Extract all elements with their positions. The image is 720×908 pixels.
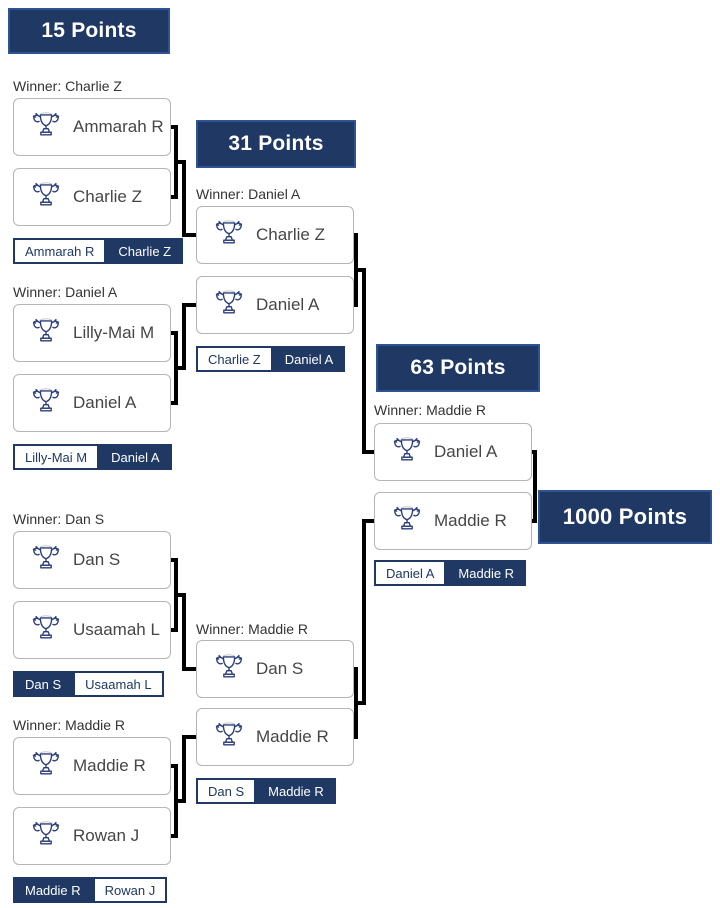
round-header-1000-points: 1000 Points (538, 490, 712, 544)
winner-label: Winner: Maddie R (196, 621, 309, 637)
winner-label: Winner: Maddie R (13, 717, 126, 733)
player-name: Daniel A (256, 295, 320, 314)
player-name: Usaamah L (73, 620, 160, 639)
player-name: Dan S (256, 659, 304, 678)
player-name: Maddie R (434, 511, 507, 530)
player-tag[interactable]: Ammarah R (13, 238, 107, 264)
bracket-connector (362, 519, 366, 705)
player-box[interactable]: Dan S (196, 640, 354, 698)
trophy-icon (27, 540, 65, 580)
bracket-connector (176, 160, 186, 164)
player-tag[interactable]: Charlie Z (196, 346, 273, 372)
player-tag[interactable]: Daniel A (99, 444, 172, 470)
player-box[interactable]: Daniel A (374, 423, 532, 481)
player-box[interactable]: Dan S (13, 531, 171, 589)
trophy-icon (27, 816, 65, 856)
match-result-tags: Maddie R Rowan J (13, 877, 168, 903)
trophy-icon (210, 285, 248, 325)
player-tag[interactable]: Usaamah L (73, 671, 164, 697)
round-header-15-points: 15 Points (8, 8, 170, 54)
player-tag[interactable]: Maddie R (13, 877, 93, 903)
trophy-icon (27, 746, 65, 786)
trophy-icon (388, 501, 426, 541)
trophy-icon (27, 313, 65, 353)
match-result-tags: Daniel A Maddie R (374, 560, 527, 586)
player-box[interactable]: Rowan J (13, 807, 171, 865)
bracket-connector (364, 450, 374, 454)
player-tag[interactable]: Rowan J (92, 877, 168, 903)
player-tag[interactable]: Lilly-Mai M (13, 444, 100, 470)
bracket-connector (184, 303, 196, 307)
round-header-31-points: 31 Points (196, 120, 356, 168)
player-box[interactable]: Maddie R (13, 737, 171, 795)
match-result-tags: Dan S Maddie R (196, 778, 336, 804)
trophy-icon (210, 215, 248, 255)
bracket-connector (176, 366, 186, 370)
player-name: Lilly-Mai M (73, 323, 155, 342)
trophy-icon (27, 610, 65, 650)
player-name: Dan S (73, 550, 121, 569)
bracket-connector (176, 593, 186, 597)
bracket-connector (182, 735, 186, 803)
player-box[interactable]: Ammarah R (13, 98, 171, 156)
player-tag[interactable]: Dan S (196, 778, 257, 804)
bracket-connector (184, 735, 196, 739)
match-result-tags: Charlie Z Daniel A (196, 346, 346, 372)
bracket-connector (176, 799, 186, 803)
bracket-connector (533, 450, 537, 523)
player-box[interactable]: Maddie R (374, 492, 532, 550)
player-name: Charlie Z (256, 225, 325, 244)
bracket-connector (184, 667, 196, 671)
trophy-icon (27, 107, 65, 147)
round-header-63-points: 63 Points (376, 344, 540, 392)
bracket-connector (362, 268, 366, 454)
player-name: Daniel A (434, 442, 498, 461)
winner-label: Winner: Maddie R (374, 402, 487, 418)
player-name: Rowan J (73, 826, 140, 845)
player-tag[interactable]: Dan S (13, 671, 74, 697)
player-tag[interactable]: Maddie R (256, 778, 336, 804)
match-result-tags: Ammarah R Charlie Z (13, 238, 184, 264)
player-name: Maddie R (73, 756, 146, 775)
winner-label: Winner: Daniel A (13, 284, 118, 300)
match-result-tags: Lilly-Mai M Daniel A (13, 444, 172, 470)
player-box[interactable]: Lilly-Mai M (13, 304, 171, 362)
trophy-icon (27, 177, 65, 217)
player-tag[interactable]: Daniel A (374, 560, 447, 586)
player-name: Ammarah R (73, 117, 164, 136)
trophy-icon (210, 649, 248, 689)
winner-label: Winner: Daniel A (196, 186, 301, 202)
player-name: Charlie Z (73, 187, 142, 206)
player-box[interactable]: Daniel A (196, 276, 354, 334)
player-box[interactable]: Usaamah L (13, 601, 171, 659)
player-name: Daniel A (73, 393, 137, 412)
player-tag[interactable]: Maddie R (446, 560, 527, 586)
bracket-connector (182, 303, 186, 370)
bracket-connector (356, 268, 366, 272)
winner-label: Winner: Dan S (13, 511, 105, 527)
player-tag[interactable]: Charlie Z (106, 238, 184, 264)
bracket-connector (184, 233, 196, 237)
player-box[interactable]: Maddie R (196, 708, 354, 766)
match-result-tags: Dan S Usaamah L (13, 671, 164, 697)
bracket-connector (182, 160, 186, 237)
player-tag[interactable]: Daniel A (272, 346, 346, 372)
trophy-icon (388, 432, 426, 472)
trophy-icon (210, 717, 248, 757)
player-name: Maddie R (256, 727, 329, 746)
bracket-connector (356, 701, 366, 705)
trophy-icon (27, 383, 65, 423)
bracket-connector (182, 593, 186, 671)
bracket-connector (364, 519, 374, 523)
player-box[interactable]: Charlie Z (196, 206, 354, 264)
player-box[interactable]: Charlie Z (13, 168, 171, 226)
player-box[interactable]: Daniel A (13, 374, 171, 432)
winner-label: Winner: Charlie Z (13, 78, 122, 94)
